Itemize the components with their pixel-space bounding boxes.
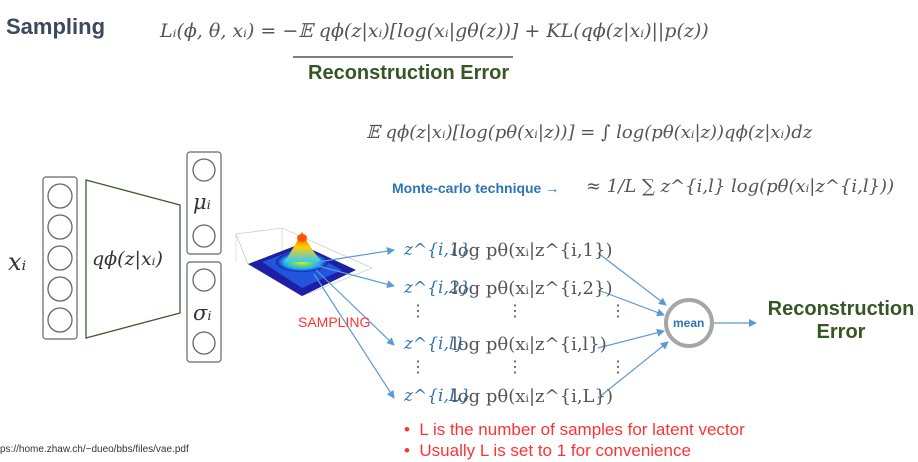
sample-log-likelihood: log pθ(xᵢ|z^{i,2}) bbox=[452, 278, 613, 299]
ellipsis-dots: ⋮ bbox=[610, 357, 626, 376]
input-layer-box bbox=[42, 176, 78, 340]
bullet-text: Usually L is set to 1 for convenience bbox=[419, 441, 691, 460]
input-neuron bbox=[47, 276, 73, 302]
mu-neuron bbox=[192, 158, 216, 182]
input-neuron bbox=[47, 183, 73, 209]
ellipsis-dots: ⋮ bbox=[610, 301, 626, 320]
mu-layer-box bbox=[186, 151, 222, 255]
loss-equation: Lᵢ(ϕ, θ, xᵢ) = −𝔼 qϕ(z|xᵢ)[log(xᵢ|gθ(z))… bbox=[160, 20, 709, 42]
sample-arrow bbox=[317, 265, 395, 289]
sigma-neuron bbox=[192, 268, 216, 292]
ellipsis-dots: ⋮ bbox=[410, 301, 426, 320]
ellipsis-dots: ⋮ bbox=[507, 301, 523, 320]
bullet-item: • L is the number of samples for latent … bbox=[404, 420, 745, 440]
mu-label: μᵢ bbox=[193, 190, 211, 214]
gaussian-surface-plot bbox=[235, 227, 373, 297]
input-label: xᵢ bbox=[8, 248, 27, 276]
sample-arrow bbox=[317, 247, 395, 263]
output-label-line2: Error bbox=[816, 321, 866, 343]
ellipsis-dots: ⋮ bbox=[507, 357, 523, 376]
mean-arrow bbox=[597, 252, 667, 306]
sampling-label: SAMPLING bbox=[298, 314, 371, 330]
source-link[interactable]: ps://home.zhaw.ch/~dueo/bbs/files/vae.pd… bbox=[0, 444, 189, 455]
mean-arrow bbox=[597, 328, 665, 349]
sigma-label: σᵢ bbox=[193, 301, 212, 325]
expectation-equation: 𝔼 qϕ(z|xᵢ)[log(pθ(xᵢ|z))] = ∫ log(pθ(xᵢ|… bbox=[366, 122, 813, 143]
sample-z-label: z^{i,2} bbox=[404, 278, 471, 298]
sigma-layer-box bbox=[186, 261, 222, 363]
mean-label: mean bbox=[673, 316, 705, 330]
encoder-label: qϕ(z|xᵢ) bbox=[92, 248, 163, 270]
bullet-dot: • bbox=[404, 441, 420, 460]
input-neuron bbox=[47, 245, 73, 271]
output-label-line1: Reconstruction bbox=[767, 298, 915, 320]
reconstruction-error-label: Reconstruction Error bbox=[308, 62, 510, 84]
input-neuron bbox=[47, 307, 73, 333]
sigma-neuron bbox=[192, 331, 216, 355]
output-reconstruction-error: Reconstruction Error bbox=[766, 298, 916, 344]
bullet-dot: • bbox=[404, 420, 420, 439]
encoder-trapezoid bbox=[85, 179, 181, 339]
sample-z-label: z^{i,l} bbox=[404, 334, 466, 354]
bullet-text: L is the number of samples for latent ve… bbox=[419, 420, 745, 439]
sample-log-likelihood: log pθ(xᵢ|z^{i,1}) bbox=[452, 240, 613, 261]
sample-arrow bbox=[315, 269, 395, 346]
input-neuron bbox=[47, 214, 73, 240]
mu-neuron bbox=[192, 224, 216, 248]
mean-arrow bbox=[597, 289, 665, 317]
sample-log-likelihood: log pθ(xᵢ|z^{i,L}) bbox=[452, 386, 613, 407]
mean-arrow bbox=[597, 341, 669, 399]
mean-node bbox=[664, 298, 714, 348]
sample-log-likelihood: log pθ(xᵢ|z^{i,l}) bbox=[452, 334, 607, 355]
monte-carlo-label: Monte-carlo technique → bbox=[392, 180, 560, 196]
sample-z-label: z^{i,1} bbox=[404, 240, 471, 260]
sample-arrow bbox=[313, 273, 395, 399]
sample-z-label: z^{i,L} bbox=[404, 386, 471, 406]
monte-carlo-approximation: ≈ 1/L ∑ z^{i,l} log(pθ(xᵢ|z^{i,l})) bbox=[586, 176, 895, 197]
ellipsis-dots: ⋮ bbox=[410, 357, 426, 376]
bullet-item: • Usually L is set to 1 for convenience bbox=[404, 441, 691, 461]
slide-title: Sampling bbox=[6, 14, 106, 39]
